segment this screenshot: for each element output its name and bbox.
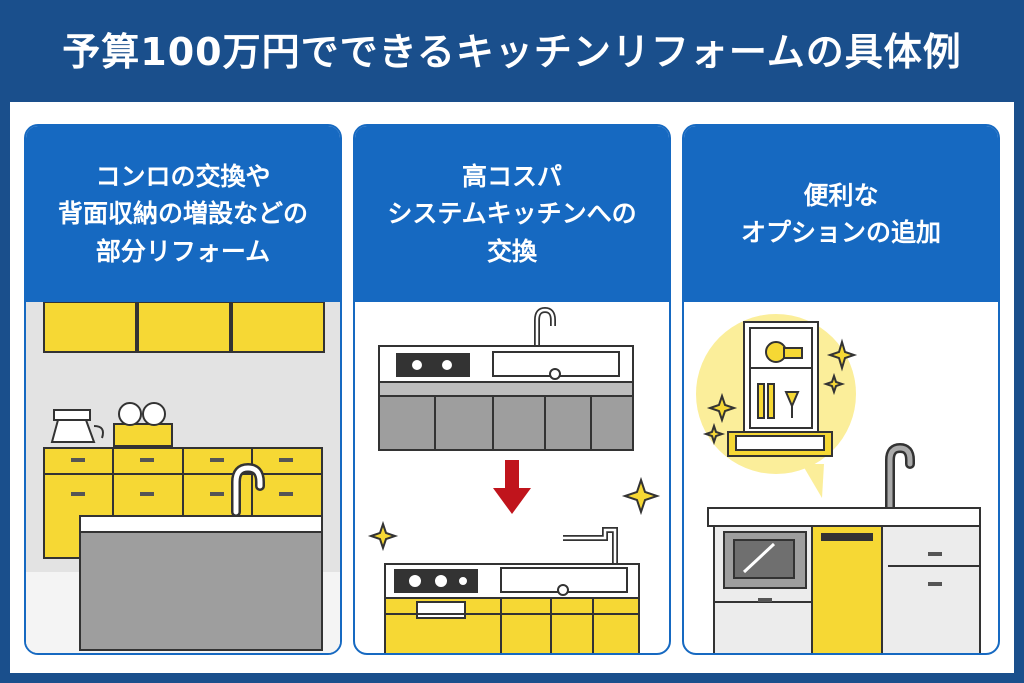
panel-partial-reform: コンロの交換や 背面収納の増設などの 部分リフォーム xyxy=(24,124,342,655)
old-kitchen xyxy=(378,306,634,451)
kettle-icon xyxy=(50,409,104,443)
dishwasher-icon xyxy=(727,321,833,457)
panel-label: 便利な オプションの追加 xyxy=(740,180,941,248)
panel-options: 便利な オプションの追加 xyxy=(682,124,1000,655)
island-counter xyxy=(79,515,323,651)
partial-reform-illustration xyxy=(26,302,340,653)
dishwasher-option-illustration xyxy=(684,302,998,653)
faucet-icon xyxy=(885,442,915,513)
panel-label: 高コスパ システムキッチンへの 交換 xyxy=(387,161,637,266)
system-kitchen-illustration xyxy=(355,302,669,653)
sparkle-icon xyxy=(702,338,858,446)
dish-rack-icon xyxy=(113,402,173,447)
panel-label: コンロの交換や 背面収納の増設などの 部分リフォーム xyxy=(57,161,308,266)
sparkle-icon xyxy=(367,476,661,552)
panel-header: コンロの交換や 背面収納の増設などの 部分リフォーム xyxy=(26,126,340,302)
panel-header: 高コスパ システムキッチンへの 交換 xyxy=(355,126,669,302)
page-title: 予算100万円でできるキッチンリフォームの具体例 xyxy=(62,29,962,74)
panel-system-kitchen: 高コスパ システムキッチンへの 交換 xyxy=(353,124,671,655)
upper-cabinets xyxy=(43,302,325,353)
arrow-down-icon xyxy=(493,460,531,514)
panel-header: 便利な オプションの追加 xyxy=(684,126,998,302)
kitchen-counter xyxy=(707,507,981,653)
new-kitchen xyxy=(384,527,640,653)
